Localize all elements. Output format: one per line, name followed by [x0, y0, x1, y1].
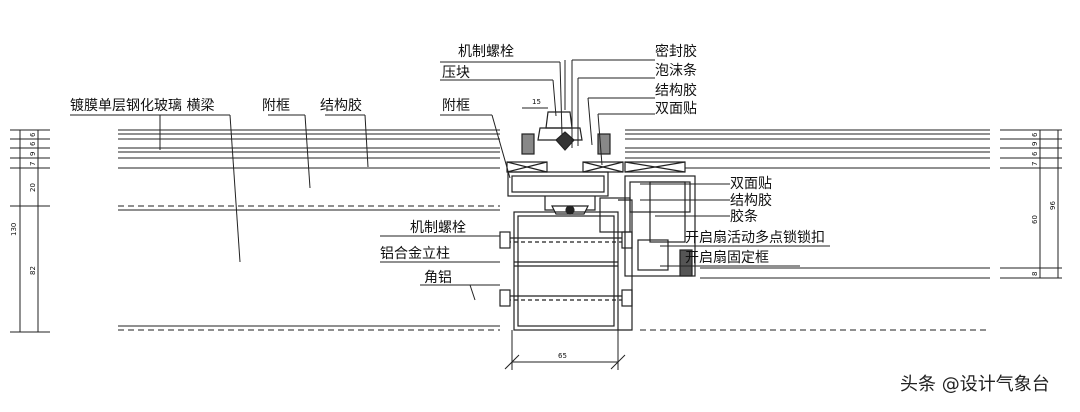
label-glass-beam: 镀膜单层钢化玻璃 横梁: [70, 97, 214, 114]
leader-lines: [70, 59, 830, 301]
label-double-tape-top: 双面贴: [655, 101, 697, 117]
labels: 镀膜单层钢化玻璃 横梁 附框 结构胶 附框 机制螺栓 压块 密封胶 泡沫条 结构…: [70, 43, 1050, 395]
label-subframe-center: 附框: [442, 98, 470, 114]
centre-axis: [504, 60, 626, 370]
mullion-assembly: [499, 111, 696, 331]
dim-right-6: 8: [1031, 272, 1039, 276]
dim-left-2: 9: [29, 152, 37, 156]
label-structural-glue-left: 结构胶: [320, 97, 362, 114]
dim-left-0: 6: [29, 132, 37, 137]
label-machine-bolt-left: 机制螺栓: [410, 220, 466, 236]
dim-left-6: 82: [29, 266, 37, 275]
label-subframe-left: 附框: [262, 98, 290, 114]
right-dimension-stack: [1000, 129, 1062, 279]
label-angle-aluminum: 角铝: [424, 270, 452, 286]
label-rubber-strip: 胶条: [730, 208, 758, 225]
label-sash-lock: 开启扇活动多点锁锁扣: [685, 229, 825, 246]
dim-left-5: 130: [10, 223, 18, 236]
right-dimension-texts: 6 9 6 7 96 60 8: [1031, 132, 1057, 276]
dim-right-2: 6: [1031, 151, 1039, 156]
label-press-block: 压块: [442, 65, 470, 81]
right-glass-panel: [625, 129, 990, 331]
label-sealant: 密封胶: [655, 43, 697, 60]
dim-right-1: 9: [1031, 142, 1039, 146]
label-aluminum-column: 铝合金立柱: [380, 246, 450, 262]
label-sash-fixed-frame: 开启扇固定框: [685, 250, 769, 266]
left-glass-panel: [118, 129, 500, 331]
dim-left-3: 7: [29, 162, 37, 166]
watermark: 头条 @设计气象台: [900, 374, 1050, 395]
label-foam-strip: 泡沫条: [655, 62, 697, 79]
dim-right-0: 6: [1031, 132, 1039, 137]
label-structural-glue-right: 结构胶: [655, 82, 697, 99]
label-double-tape-mid: 双面贴: [730, 176, 772, 192]
left-dimension-stack: [10, 129, 50, 333]
label-machine-bolt-top: 机制螺栓: [458, 44, 514, 60]
dim-right-4: 96: [1049, 201, 1057, 210]
dim-right-3: 7: [1031, 162, 1039, 166]
dim-left-4: 20: [29, 183, 37, 192]
dim-bottom-width: 65: [558, 352, 567, 360]
dim-top-small: 15: [532, 98, 541, 106]
dim-right-5: 60: [1031, 215, 1039, 224]
left-dimension-texts: 6 6 9 7 20 130 82: [10, 132, 37, 275]
label-structural-glue-mid: 结构胶: [730, 192, 772, 209]
dim-left-1: 6: [29, 141, 37, 146]
